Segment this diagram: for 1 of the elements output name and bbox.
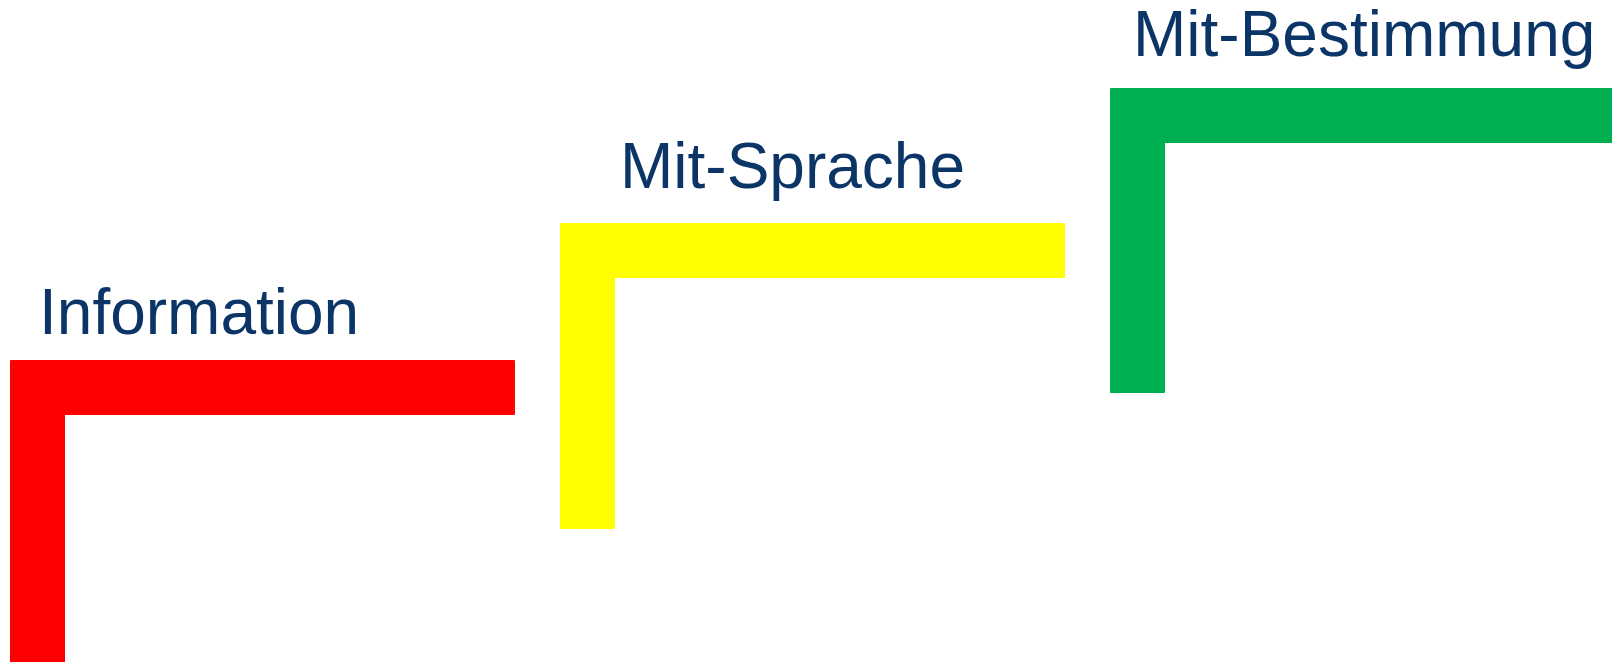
step-label: Information — [39, 280, 360, 344]
